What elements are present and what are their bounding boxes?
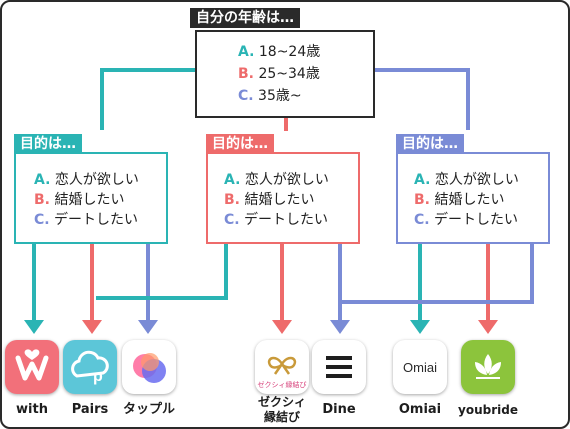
purpose-tag-blue: 目的は… bbox=[396, 134, 464, 154]
purpose-blue-option-a: A. 恋人が欲しい bbox=[414, 172, 519, 188]
arrow-to-zexy bbox=[272, 320, 292, 334]
youbride-lotus-icon bbox=[461, 340, 515, 394]
app-label-tapple: タップル bbox=[122, 402, 175, 417]
arrow-to-youbride bbox=[478, 320, 498, 334]
arrow-to-dine bbox=[330, 320, 350, 334]
app-label-dine: Dine bbox=[322, 402, 356, 417]
dine-lines-icon bbox=[312, 340, 366, 394]
line-age-c bbox=[374, 68, 470, 130]
age-option-b: B. 25~34歳 bbox=[238, 66, 320, 82]
zexy-logo-text: ゼクシィ縁結び bbox=[258, 380, 307, 389]
app-label-omiai: Omiai bbox=[398, 402, 442, 417]
omiai-logo-icon: Omiai bbox=[393, 340, 447, 394]
purpose-tag-red: 目的は… bbox=[206, 134, 274, 154]
purpose-tag-teal: 目的は… bbox=[14, 134, 82, 154]
with-heart-icon bbox=[5, 340, 59, 394]
purpose-blue-option-b: B. 結婚したい bbox=[414, 192, 505, 208]
age-option-a: A. 18~24歳 bbox=[238, 44, 321, 60]
purpose-teal-option-c: C. デートしたい bbox=[34, 212, 139, 228]
tapple-circles-icon bbox=[122, 340, 176, 394]
purpose-teal-option-a: A. 恋人が欲しい bbox=[34, 172, 139, 188]
arrow-to-tapple bbox=[138, 320, 158, 334]
age-question-box bbox=[195, 30, 375, 118]
purpose-box-red bbox=[206, 152, 360, 244]
app-label-pairs: Pairs bbox=[71, 402, 109, 417]
pairs-cloud-icon: p bbox=[63, 340, 117, 394]
svg-text:p: p bbox=[93, 368, 103, 385]
purpose-red-option-c: C. デートしたい bbox=[224, 212, 329, 228]
purpose-blue-option-c: C. デートしたい bbox=[414, 212, 519, 228]
app-label-with: with bbox=[16, 402, 48, 417]
line-right-c bbox=[340, 244, 534, 304]
purpose-red-option-b: B. 結婚したい bbox=[224, 192, 315, 208]
purpose-box-teal bbox=[14, 152, 168, 244]
zexy-ribbon-icon: ゼクシィ縁結び bbox=[255, 340, 309, 394]
age-question-title: 自分の年齢は… bbox=[190, 8, 300, 28]
purpose-red-option-a: A. 恋人が欲しい bbox=[224, 172, 329, 188]
line-mid-a bbox=[96, 244, 228, 300]
app-label-zexy: ゼクシィ 縁結び bbox=[257, 395, 306, 424]
arrow-to-pairs bbox=[82, 320, 102, 334]
omiai-logo-text: Omiai bbox=[403, 360, 437, 375]
arrow-to-with bbox=[24, 320, 44, 334]
app-label-youbride: youbride bbox=[458, 403, 518, 417]
purpose-box-blue bbox=[396, 152, 550, 244]
line-age-a bbox=[100, 68, 195, 130]
arrow-to-omiai bbox=[410, 320, 430, 334]
age-option-c: C. 35歳~ bbox=[238, 88, 302, 104]
purpose-teal-option-b: B. 結婚したい bbox=[34, 192, 125, 208]
